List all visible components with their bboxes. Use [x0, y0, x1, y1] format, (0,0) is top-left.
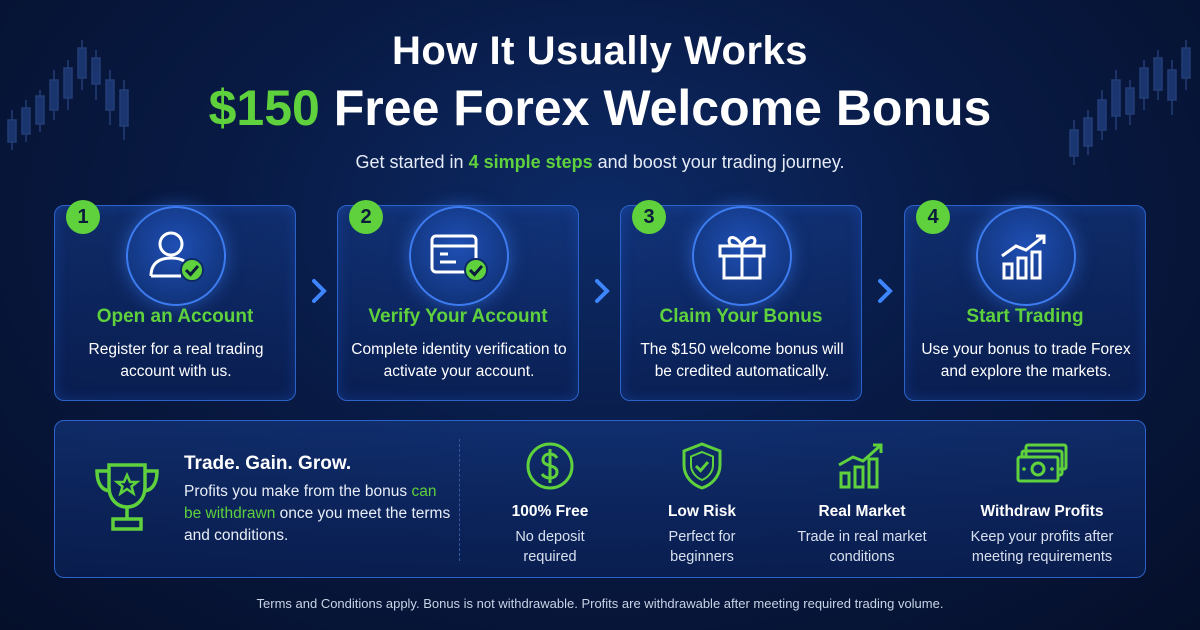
feature-title: Real Market	[818, 503, 906, 520]
gift-icon	[692, 206, 792, 306]
panel-desc-post: once you meet the terms and conditions.	[184, 505, 451, 544]
steps-row: 1 Open an Account Register for a real tr…	[54, 200, 1146, 401]
panel-desc-pre: Profits you make from the bonus	[184, 483, 408, 500]
step-title: Verify Your Account	[368, 306, 548, 327]
panel-description: Profits you make from the bonus can be w…	[184, 481, 454, 547]
step-card-2: 2 Verify Your Account Complete identity …	[337, 200, 579, 401]
subtitle-highlight: 4 simple steps	[468, 152, 593, 172]
header: How It Usually Works $150 Free Forex Wel…	[0, 28, 1200, 173]
feature-low-risk: Low Risk Perfect for beginners	[617, 439, 787, 567]
page-title-line1: How It Usually Works	[391, 29, 808, 73]
growth-chart-icon	[976, 206, 1076, 306]
feature-free: 100% Free No deposit required	[465, 439, 635, 567]
feature-description: No deposit required	[515, 529, 585, 565]
bar-chart-icon	[838, 443, 883, 489]
panel-title: Trade. Gain. Grow.	[184, 453, 352, 474]
feature-title: 100% Free	[511, 503, 589, 520]
panel-desc-highlight: can be withdrawn	[184, 483, 437, 522]
step-number-badge: 1	[66, 200, 100, 234]
subtitle-post: and boost your trading journey.	[597, 152, 845, 172]
user-check-icon	[126, 206, 226, 306]
step-title: Claim Your Bonus	[659, 306, 823, 327]
money-stack-icon	[1016, 443, 1068, 483]
step-description: Complete identity verification to activa…	[351, 341, 567, 380]
bonus-title: Free Forex Welcome Bonus	[333, 80, 992, 136]
chevron-right-icon	[595, 279, 610, 303]
step-description: Register for a real trading account with…	[88, 341, 264, 380]
step-title: Open an Account	[96, 306, 254, 327]
step-number-badge: 3	[632, 200, 666, 234]
feature-title: Withdraw Profits	[980, 503, 1104, 520]
step-card-3: 3 Claim Your Bonus The $150 welcome bonu…	[620, 200, 862, 401]
shield-check-icon	[682, 442, 722, 490]
feature-description: Perfect for beginners	[668, 529, 736, 565]
page-title-line2: $150 Free Forex Welcome Bonus	[0, 78, 1200, 138]
id-card-check-icon	[409, 206, 509, 306]
chevron-right-icon	[878, 279, 893, 303]
terms-footer: Terms and Conditions apply. Bonus is not…	[256, 596, 944, 611]
feature-real-market: Real Market Trade in real market conditi…	[777, 439, 947, 567]
step-number-badge: 4	[916, 200, 950, 234]
step-card-1: 1 Open an Account Register for a real tr…	[54, 200, 296, 401]
feature-description: Trade in real market conditions	[797, 529, 927, 565]
panel-divider	[459, 439, 460, 561]
feature-withdraw: Withdraw Profits Keep your profits after…	[955, 439, 1129, 567]
feature-description: Keep your profits after meeting requirem…	[970, 529, 1114, 565]
step-description: Use your bonus to trade Forex and explor…	[921, 341, 1131, 380]
trophy-icon	[95, 463, 159, 531]
feature-title: Low Risk	[667, 503, 737, 520]
bonus-amount: $150	[208, 80, 320, 136]
step-number-badge: 2	[349, 200, 383, 234]
chevron-right-icon	[312, 279, 327, 303]
candlestick-decoration-right	[1069, 40, 1191, 165]
candlestick-decoration-left	[7, 40, 129, 150]
dollar-circle-icon	[526, 442, 574, 490]
step-card-4: 4 Start Trading Use your bonus to trade …	[904, 200, 1146, 401]
subtitle-pre: Get started in	[355, 152, 464, 172]
benefits-panel: Trade. Gain. Grow. Profits you make from…	[54, 420, 1146, 578]
step-description: The $150 welcome bonus will be credited …	[640, 341, 844, 380]
step-title: Start Trading	[966, 306, 1084, 327]
subtitle: Get started in 4 simple steps and boost …	[0, 152, 1200, 173]
